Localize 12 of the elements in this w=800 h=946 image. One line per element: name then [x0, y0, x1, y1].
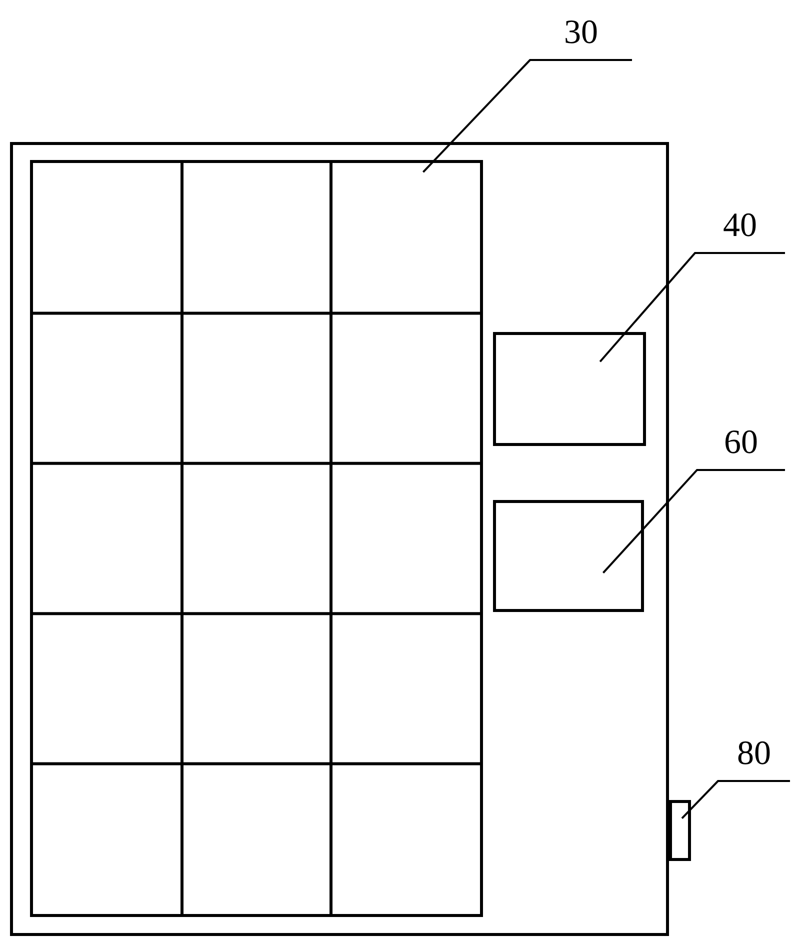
leader-line: [602, 469, 785, 574]
leader-line: [599, 252, 785, 362]
callout-number: 80: [718, 727, 790, 781]
rectangular-panel: [493, 500, 644, 612]
rectangular-panel: [493, 332, 646, 446]
side-tab: [669, 800, 691, 861]
callout-number: 30: [530, 6, 632, 60]
callout-number: 40: [695, 199, 785, 253]
callout-number: 60: [697, 416, 785, 470]
leader-line: [681, 780, 790, 819]
grid-panel: [30, 160, 483, 917]
housing-outline: [10, 142, 669, 936]
